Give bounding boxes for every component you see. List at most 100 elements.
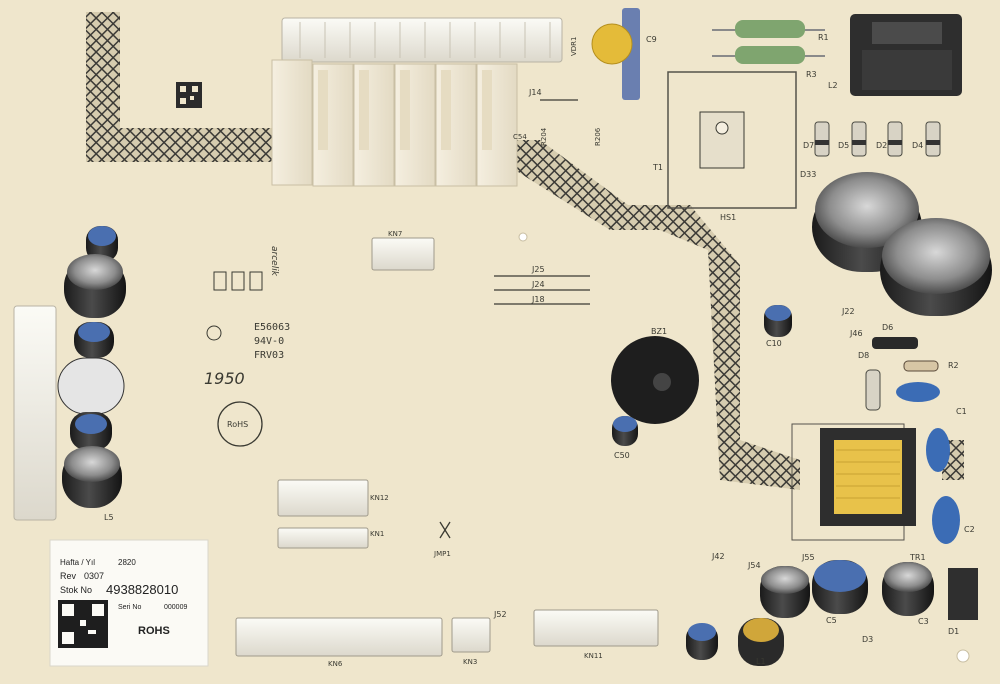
jumper-jmp1 xyxy=(439,521,451,539)
kn6-connector xyxy=(235,617,443,657)
ref-kn6: KN6 xyxy=(328,660,343,668)
ref-d2: D2 xyxy=(876,141,887,150)
ref-d4: D4 xyxy=(912,141,923,150)
sticker-week-year-label: Hafta / Yıl xyxy=(60,558,95,567)
frv-code: FRV03 xyxy=(254,350,284,361)
ref-j14: J14 xyxy=(528,88,542,97)
jumper-lines xyxy=(494,99,590,305)
ref-jmp1: JMP1 xyxy=(433,550,451,558)
label-qr-code xyxy=(58,600,108,648)
ref-j52: J52 xyxy=(493,610,507,619)
ref-bz1: BZ1 xyxy=(651,327,667,336)
ref-d3: D3 xyxy=(862,635,873,644)
ref-j54: J54 xyxy=(747,561,761,570)
ref-r1: R1 xyxy=(818,33,829,42)
left-side-connector xyxy=(13,305,57,521)
bulk-capacitor-2 xyxy=(880,218,992,316)
sticker-seri-value: 000009 xyxy=(164,604,187,611)
rohs-logo-text: RoHS xyxy=(227,420,248,429)
board-code: E56063 xyxy=(254,322,290,333)
ref-t1: T1 xyxy=(652,163,663,172)
ul-mark xyxy=(206,325,222,341)
heatsink-hs1 xyxy=(667,71,797,209)
sticker-stok-value: 4938828010 xyxy=(106,582,178,597)
regulator-t1 xyxy=(699,111,745,169)
kn7-connector xyxy=(371,237,435,271)
ref-r204: R204 xyxy=(540,127,548,146)
ref-r2: R2 xyxy=(948,361,959,370)
ref-c50: C50 xyxy=(614,451,630,460)
ref-hs1: HS1 xyxy=(720,213,736,222)
resistor-r2 xyxy=(903,360,939,372)
label-sticker xyxy=(49,539,209,667)
diode-row xyxy=(814,121,941,157)
vdr-disc xyxy=(591,23,633,65)
diode-d8 xyxy=(865,369,881,411)
ref-kn1: KN1 xyxy=(370,530,384,538)
ref-j55: J55 xyxy=(801,553,815,562)
ref-c1: C1 xyxy=(956,407,967,416)
ref-d8: D8 xyxy=(858,351,869,360)
ref-d5: D5 xyxy=(838,141,849,150)
capacitor-c50 xyxy=(612,416,638,446)
capacitor-c2b xyxy=(932,496,960,544)
ref-l1: L1 xyxy=(756,657,766,666)
capacitor-c1 xyxy=(896,382,940,402)
regulator-d1 xyxy=(948,568,978,620)
bottom-capacitors xyxy=(686,560,934,666)
ref-kn12: KN12 xyxy=(370,494,389,502)
ref-j18: J18 xyxy=(531,295,545,304)
ref-r206: R206 xyxy=(594,127,602,146)
ref-l5: L5 xyxy=(104,513,114,522)
kn1-connector xyxy=(277,527,369,549)
ref-kn3: KN3 xyxy=(463,658,477,666)
ref-c10: C10 xyxy=(766,339,782,348)
kn11-connector xyxy=(533,609,659,647)
power-resistors xyxy=(712,20,825,64)
kn3-connector xyxy=(451,617,491,653)
ref-c9: C9 xyxy=(646,35,657,44)
ref-j42: J42 xyxy=(711,552,725,561)
sticker-rev-label: Rev xyxy=(60,571,77,581)
rohs-mark xyxy=(217,401,263,447)
ref-d1: D1 xyxy=(948,627,959,636)
sticker-rev-value: 0307 xyxy=(84,571,104,581)
qr-code-top xyxy=(176,82,202,108)
diode-d6 xyxy=(872,337,918,349)
ref-j25: J25 xyxy=(531,265,545,274)
date-code: 1950 xyxy=(204,369,245,388)
ref-c3: C3 xyxy=(918,617,929,626)
sticker-week-year-value: 2820 xyxy=(118,558,136,567)
sticker-stok-label: Stok No xyxy=(60,585,92,595)
sticker-rohs: ROHS xyxy=(138,625,170,637)
ref-j24: J24 xyxy=(531,280,545,289)
ref-r3: R3 xyxy=(806,70,817,79)
capacitor-c10 xyxy=(764,305,792,337)
sticker-seri-label: Seri No xyxy=(118,604,141,611)
top-header-connector xyxy=(281,17,563,63)
buzzer-bz1 xyxy=(611,336,699,424)
ref-j46: J46 xyxy=(849,329,863,338)
ref-vdr1: VDR1 xyxy=(570,37,578,57)
kn12-connector xyxy=(277,479,369,517)
ref-kn11: KN11 xyxy=(584,652,603,660)
ref-d33: D33 xyxy=(800,170,816,179)
ref-tr1: TR1 xyxy=(909,553,926,562)
ref-kn7: KN7 xyxy=(388,230,402,238)
capacitor-c2a xyxy=(926,428,950,472)
transformer-tr1 xyxy=(791,423,916,541)
left-capacitors xyxy=(57,226,126,508)
ref-c54: C54 xyxy=(513,133,527,141)
ref-d7: D7 xyxy=(803,141,814,150)
brand-squares xyxy=(213,271,263,291)
relay-bank xyxy=(271,59,518,187)
brand-marking: arcelik xyxy=(269,246,279,277)
ref-l2: L2 xyxy=(828,81,838,90)
ref-d6: D6 xyxy=(882,323,893,332)
ref-j22: J22 xyxy=(841,307,855,316)
ground-plane-traces xyxy=(86,12,964,490)
ref-c5: C5 xyxy=(826,616,837,625)
ref-c2: C2 xyxy=(964,525,975,534)
flammability-rating: 94V-0 xyxy=(254,336,284,347)
